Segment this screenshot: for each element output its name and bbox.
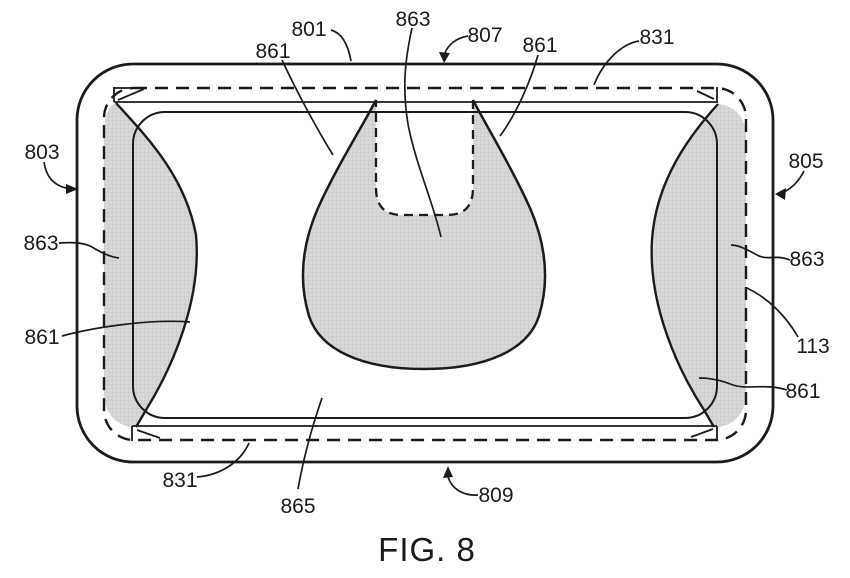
ref-label-861-top-left: 861	[255, 40, 290, 63]
ref-label-861-right: 861	[785, 380, 820, 403]
ref-label-801: 801	[291, 18, 326, 41]
ref-label-861-left: 861	[24, 326, 59, 349]
ref-label-861-top-right: 861	[522, 34, 557, 57]
ref-label-865: 865	[280, 495, 315, 518]
ref-label-113: 113	[796, 335, 829, 358]
right-shaded-region	[651, 104, 746, 427]
center-shaded-region	[302, 100, 546, 369]
bottom-layer-band	[131, 425, 718, 441]
leader-861-left	[61, 320, 191, 337]
ref-label-863-right: 863	[789, 248, 824, 271]
leader-801	[330, 29, 352, 62]
leader-803	[43, 161, 67, 189]
ref-label-863-left: 863	[23, 232, 58, 255]
leader-861-top-left	[281, 59, 334, 156]
ref-label-831-top-right: 831	[639, 26, 674, 49]
left-region-curve	[115, 102, 198, 428]
ref-label-831-bottom-left: 831	[162, 469, 197, 492]
top-band-right-chamfer	[696, 90, 715, 100]
bottom-band-right-chamfer	[690, 428, 714, 438]
arrowhead-807	[439, 52, 450, 63]
leader-113	[746, 287, 799, 338]
ref-label-863-top: 863	[395, 8, 430, 31]
left-shaded-region	[104, 103, 197, 427]
leader-807	[444, 35, 469, 54]
leader-863-left	[58, 241, 120, 259]
leader-861-top-right	[499, 54, 539, 137]
leader-lines	[43, 27, 805, 496]
leader-863-right	[730, 244, 791, 261]
top-band-left-end	[113, 87, 136, 102]
arrowhead-803	[66, 184, 78, 194]
arrowhead-805	[775, 188, 786, 200]
outer-housing-outline	[75, 62, 775, 464]
dashed-boundary-outline	[102, 86, 748, 442]
ref-label-809: 809	[478, 484, 513, 507]
top-band-left-chamfer	[117, 88, 145, 101]
figure-caption: FIG. 8	[378, 531, 476, 568]
notch-dashed-outline	[374, 100, 475, 217]
leader-805	[783, 170, 805, 193]
arrowhead-809	[443, 466, 453, 478]
leader-831-top-right	[593, 40, 640, 86]
ref-label-805: 805	[788, 150, 823, 173]
leader-863-top	[403, 27, 442, 238]
center-region-outline	[301, 99, 547, 371]
right-region-curve	[650, 103, 719, 428]
ref-label-807: 807	[467, 24, 502, 47]
reference-labels: 801 863 807 861 861 831 803 805 863 863 …	[23, 8, 829, 518]
leader-831-bottom-left	[196, 442, 250, 478]
ref-label-803: 803	[24, 141, 59, 164]
arrowheads	[66, 52, 786, 478]
leader-861-right	[698, 377, 788, 391]
display-window-outline	[132, 111, 718, 419]
leader-809	[447, 476, 479, 496]
bottom-band-left-chamfer	[136, 429, 161, 439]
top-layer-band	[113, 87, 718, 103]
leader-865	[297, 397, 323, 490]
